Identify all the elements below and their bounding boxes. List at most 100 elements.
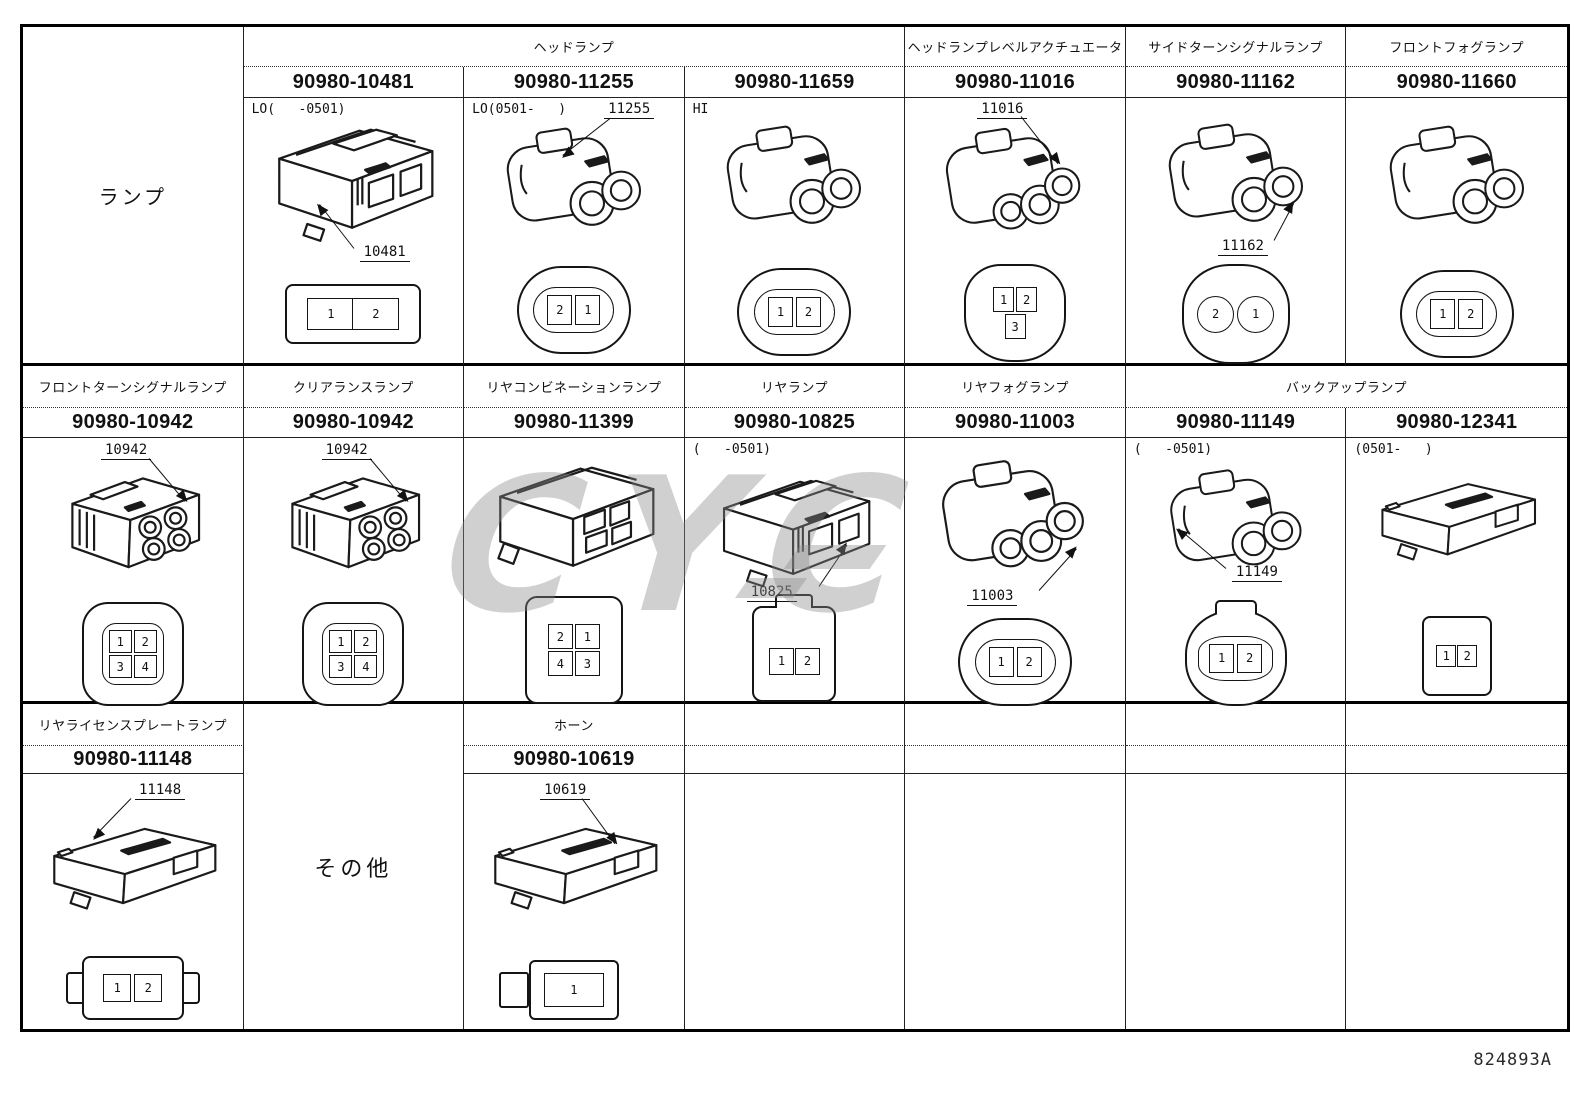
pin-number: 2 [547,295,573,325]
part-number-cell: 90980-10942 [23,408,244,438]
part-callout: 10481 [359,244,410,262]
pin-number: 2 [795,297,821,327]
part-number: 90980-11149 [1176,411,1296,433]
header-label: リヤライセンスプレートランプ [38,719,227,734]
pin-number: 3 [329,655,353,678]
part-number-cell: 90980-11003 [905,408,1126,438]
variant-note: HI [692,102,709,117]
connector-face-drawing: 1 [498,960,619,1020]
variant-note: ( -0501) [1133,442,1213,457]
connector-table: ランプ ヘッドランプ ヘッドランプレベルアクチュエータ サイドターンシグナルラン… [20,24,1570,1032]
part-number: 90980-11162 [1176,70,1296,93]
part-number: 90980-10481 [292,70,414,93]
part-number-cell: 90980-10619 [464,746,685,774]
part-callout: 10825 [746,584,797,602]
part-number-cell: 90980-10825 [684,408,906,438]
pin-number: 4 [354,655,378,678]
part-callout: 11255 [604,101,655,119]
part-number: 90980-10619 [513,748,635,770]
header-cell-side-turn-signal-lamp: サイドターンシグナルランプ [1125,27,1347,67]
part-callout: 10942 [101,442,152,460]
connector-3d-drawing [479,816,669,925]
connector-3d-drawing [701,464,887,597]
header-cell-front-fog-lamp: フロントフォグランプ [1346,27,1567,67]
pin-number: 1 [988,647,1014,677]
header-label: クリアランスランプ [292,381,414,396]
part-number-cell: 90980-11016 [905,67,1126,98]
pin-number: 1 [767,297,793,327]
part-number: 90980-10942 [72,411,194,433]
connector-3d-drawing [484,120,664,249]
empty-part-number-cell [684,746,906,774]
pin-number: 1 [1430,299,1456,329]
empty-header-cell [1346,704,1567,746]
part-number: 90980-11660 [1396,70,1517,93]
connector-3d-drawing [258,462,448,598]
pin-number: 2 [547,624,573,649]
header-cell-rear-lamp: リヤランプ [684,366,906,408]
connector-3d-drawing [476,450,672,590]
header-label: ホーン [553,719,594,734]
pin-number: 1 [575,295,601,325]
part-number-cell: 90980-12341 [1346,408,1567,438]
part-number-cell: 90980-11660 [1346,67,1567,98]
header-cell-backup-lamp: バックアップランプ [1125,366,1567,408]
empty-part-number-cell [905,746,1126,774]
other-label: その他 [314,856,393,882]
pin-number: 2 [1197,295,1235,333]
header-cell-clearance-lamp: クリアランスランプ [243,366,465,408]
pin-number: 1 [329,630,353,653]
connector-3d-drawing [920,454,1110,590]
variant-note: LO(0501- ) [472,102,567,117]
pin-number: 2 [133,630,157,653]
header-cell-headlamp-level-actuator: ヘッドランプレベルアクチュエータ [905,27,1126,67]
part-number-cell: 90980-11162 [1125,67,1347,98]
empty-header-cell [905,704,1126,746]
part-number: 90980-11148 [73,748,193,770]
pin-number: 2 [1237,643,1263,673]
pin-number: 2 [134,974,163,1002]
header-cell-horn: ホーン [464,704,685,746]
variant-note: ( -0501) [692,442,771,457]
header-label: ヘッドランプ [533,41,615,56]
pin-number: 2 [352,298,400,330]
pin-number: 3 [574,651,600,676]
part-number: 90980-11399 [513,411,634,433]
pin-number: 1 [543,973,604,1007]
connector-3d-drawing [925,122,1105,251]
connector-3d-drawing [1367,472,1547,575]
connector-3d-drawing [38,816,228,925]
header-cell-rear-fog-lamp: リヤフォグランプ [905,366,1126,408]
pin-number: 1 [103,974,132,1002]
pin-number: 2 [1016,647,1042,677]
part-number: 90980-10825 [733,411,856,433]
empty-cell [685,774,906,1029]
part-number: 90980-11255 [513,70,634,93]
header-cell-headlamp: ヘッドランプ [243,27,906,67]
part-number-cell: 90980-11255 [464,67,685,98]
part-number-cell: 90980-11659 [684,67,906,98]
part-callout: 11149 [1231,564,1282,582]
